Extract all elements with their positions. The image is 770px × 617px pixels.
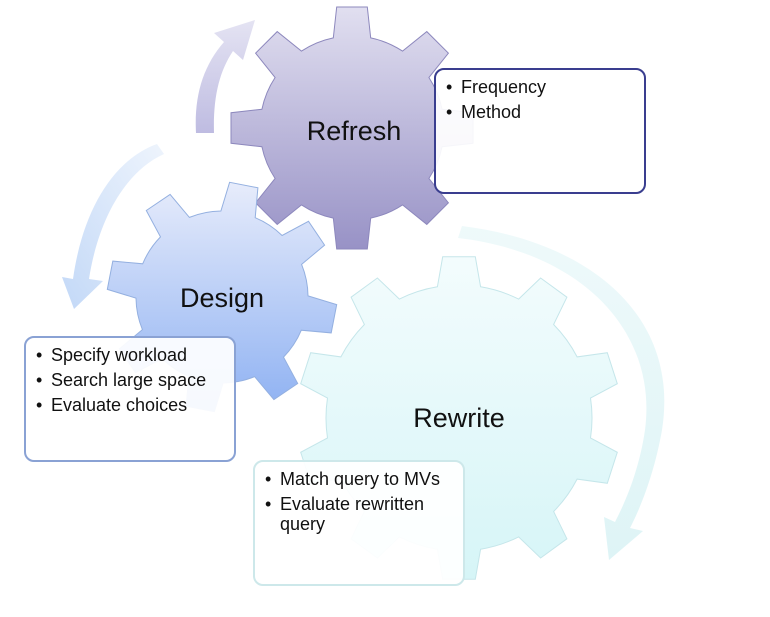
design-bullet-item: Evaluate choices [36,395,224,415]
design-cycle-arrow [62,144,164,309]
design-bullet-item: Search large space [36,370,224,390]
rewrite-bullet-list: Match query to MVs Evaluate rewritten qu… [265,469,453,534]
design-bullet-list: Specify workload Search large space Eval… [36,345,224,415]
refresh-gear [230,6,474,250]
refresh-cycle-arrow [195,20,255,133]
refresh-bullet-item: Frequency [446,77,634,97]
refresh-bullet-list: Frequency Method [446,77,634,122]
rewrite-details-box: Match query to MVs Evaluate rewritten qu… [253,460,465,586]
refresh-details-box: Frequency Method [434,68,646,194]
rewrite-gear-label: Rewrite [413,403,505,433]
refresh-gear-label: Refresh [307,116,402,146]
design-bullet-item: Specify workload [36,345,224,365]
refresh-bullet-item: Method [446,102,634,122]
rewrite-bullet-item: Evaluate rewritten query [265,494,453,534]
rewrite-cycle-arrow [458,226,665,560]
rewrite-bullet-item: Match query to MVs [265,469,453,489]
design-details-box: Specify workload Search large space Eval… [24,336,236,462]
design-gear-label: Design [180,283,264,313]
